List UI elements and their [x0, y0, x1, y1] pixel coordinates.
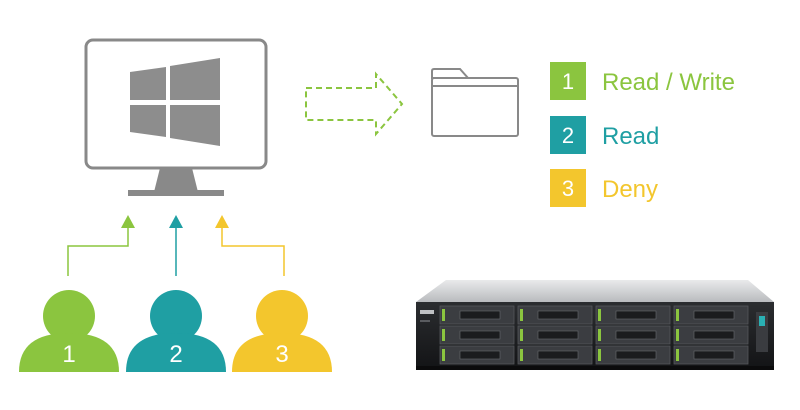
- nas-server-icon: [416, 280, 774, 370]
- permission-item: 2 Read: [550, 116, 659, 154]
- permission-label: Read: [602, 123, 659, 150]
- folder-icon: [431, 68, 519, 137]
- dashed-arrow-icon: [305, 71, 404, 137]
- permission-badge: [550, 169, 586, 207]
- user-number: 2: [169, 341, 182, 368]
- user-icon: 3: [232, 290, 332, 372]
- drive-bay: [439, 305, 515, 325]
- connector-user-2: [169, 215, 183, 276]
- drive-bay: [673, 305, 749, 325]
- permission-number: 2: [562, 123, 574, 148]
- user-number: 1: [62, 341, 75, 368]
- drive-bay: [673, 325, 749, 345]
- drive-bay: [517, 325, 593, 345]
- connector-user-3: [215, 215, 285, 276]
- arrow-up-icon: [169, 215, 183, 228]
- connector-user-1: [67, 215, 135, 276]
- drive-bay: [517, 345, 593, 365]
- windows-logo-icon: [130, 58, 220, 146]
- permission-item: 1 Read / Write: [550, 62, 735, 100]
- drive-bay: [595, 345, 671, 365]
- permission-badge: [550, 116, 586, 154]
- permission-number: 1: [562, 69, 574, 94]
- drive-bay: [595, 305, 671, 325]
- drive-bay: [595, 325, 671, 345]
- drive-bay: [439, 325, 515, 345]
- user-number: 3: [275, 341, 288, 368]
- arrow-up-icon: [215, 215, 229, 228]
- arrow-up-icon: [121, 215, 135, 228]
- permission-label: Read / Write: [602, 69, 735, 96]
- permission-badge: [550, 62, 586, 100]
- user-icon: 1: [19, 290, 119, 372]
- drive-bay: [439, 345, 515, 365]
- permission-label: Deny: [602, 176, 658, 203]
- monitor-icon: [84, 38, 268, 196]
- permission-item: 3 Deny: [550, 169, 658, 207]
- drive-bay: [673, 345, 749, 365]
- permission-number: 3: [562, 176, 574, 201]
- drive-bay: [517, 305, 593, 325]
- user-icon: 2: [126, 290, 226, 372]
